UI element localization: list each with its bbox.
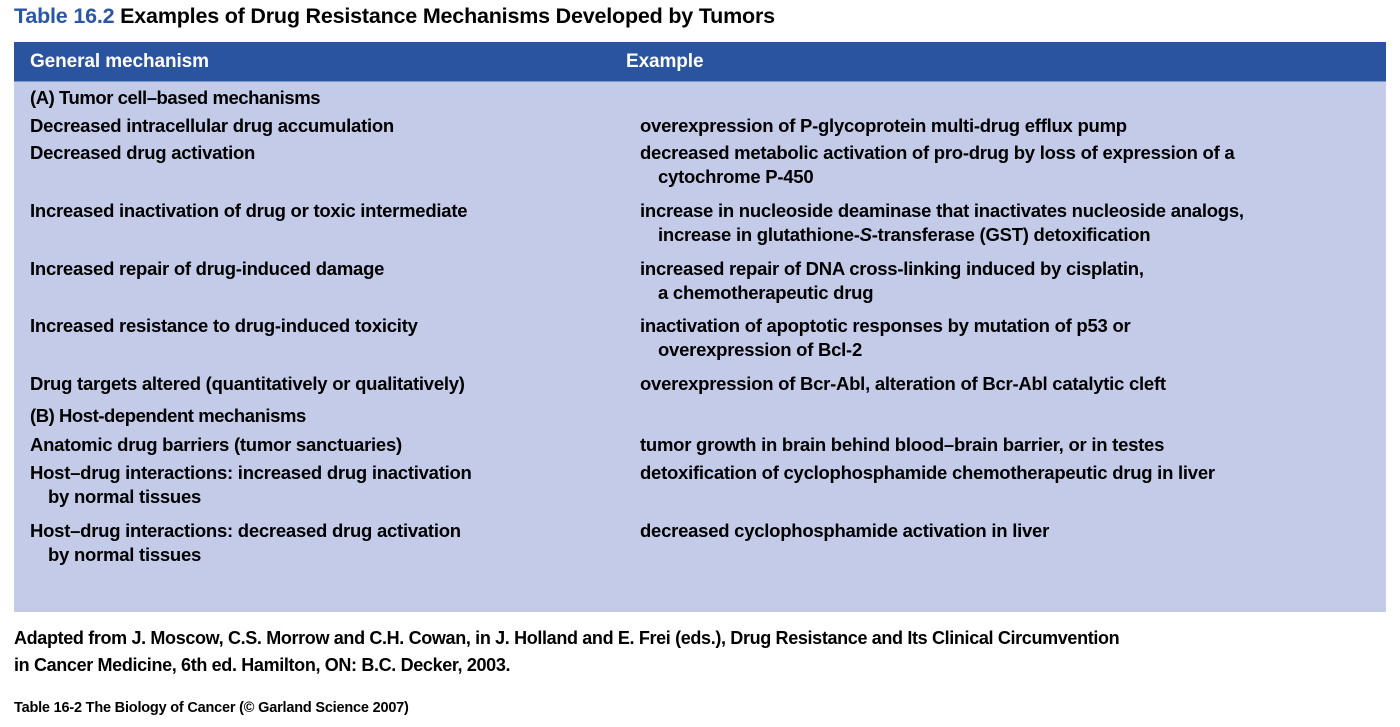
example-cell: increase in nucleoside deaminase that in… xyxy=(634,199,1386,247)
attribution-line-1: Adapted from J. Moscow, C.S. Morrow and … xyxy=(14,628,1120,648)
table-row: Increased repair of drug-induced damage … xyxy=(14,257,1386,305)
table-row: Drug targets altered (quantitatively or … xyxy=(14,372,1386,396)
attribution-note: Adapted from J. Moscow, C.S. Morrow and … xyxy=(14,625,1392,679)
table-header-row: General mechanism Example xyxy=(14,42,1386,82)
mechanism-cell: Increased repair of drug-induced damage xyxy=(14,257,634,305)
mechanism-line: Anatomic drug barriers (tumor sanctuarie… xyxy=(30,434,402,455)
example-text-post: -transferase (GST) detoxification xyxy=(871,224,1151,245)
section-heading-cell: (A) Tumor cell–based mechanisms xyxy=(14,86,634,110)
example-line: detoxification of cyclophosphamide chemo… xyxy=(640,462,1215,483)
page-title: Table 16.2 Examples of Drug Resistance M… xyxy=(14,4,775,29)
example-cell: decreased cyclophosphamide activation in… xyxy=(634,519,1386,567)
mechanism-line: Host–drug interactions: decreased drug a… xyxy=(30,520,461,541)
example-cell: inactivation of apoptotic responses by m… xyxy=(634,314,1386,362)
example-line: decreased cyclophosphamide activation in… xyxy=(640,520,1050,541)
example-line: inactivation of apoptotic responses by m… xyxy=(640,315,1131,336)
table-row: Decreased drug activation decreased meta… xyxy=(14,141,1386,189)
section-heading-row: (A) Tumor cell–based mechanisms xyxy=(14,86,1386,110)
example-line-continuation: increase in glutathione-S-transferase (G… xyxy=(640,223,1386,247)
mechanism-cell: Increased inactivation of drug or toxic … xyxy=(14,199,634,247)
example-text-pre: increase in glutathione- xyxy=(658,224,860,245)
section-b-label: (B) Host-dependent mechanisms xyxy=(30,405,306,426)
mechanism-line: Decreased intracellular drug accumulatio… xyxy=(30,115,394,136)
section-heading-empty-cell xyxy=(634,404,1386,428)
table-row: Increased resistance to drug-induced tox… xyxy=(14,314,1386,362)
mechanism-cell: Host–drug interactions: increased drug i… xyxy=(14,461,634,509)
table-body: (A) Tumor cell–based mechanisms Decrease… xyxy=(14,82,1386,612)
section-heading-row: (B) Host-dependent mechanisms xyxy=(14,404,1386,428)
table-title-text: Examples of Drug Resistance Mechanisms D… xyxy=(114,4,775,28)
example-text-italic: S xyxy=(859,224,872,245)
mechanism-line: Drug targets altered (quantitatively or … xyxy=(30,373,465,394)
mechanism-line: Decreased drug activation xyxy=(30,142,256,163)
mechanism-line: Increased resistance to drug-induced tox… xyxy=(30,315,418,336)
example-cell: decreased metabolic activation of pro-dr… xyxy=(634,141,1386,189)
example-cell: overexpression of P-glycoprotein multi-d… xyxy=(634,114,1386,138)
example-line: tumor growth in brain behind blood–brain… xyxy=(640,434,1165,455)
example-line-continuation: overexpression of Bcl-2 xyxy=(658,339,862,360)
mechanism-line-continuation: by normal tissues xyxy=(48,486,202,507)
example-line-continuation: a chemotherapeutic drug xyxy=(658,282,874,303)
mechanism-line: Increased inactivation of drug or toxic … xyxy=(30,200,468,221)
example-line: decreased metabolic activation of pro-dr… xyxy=(640,142,1235,163)
example-line: increase in nucleoside deaminase that in… xyxy=(640,200,1244,221)
table-number: Table 16.2 xyxy=(14,4,115,28)
column-header-general-mechanism: General mechanism xyxy=(30,51,209,72)
table-row: Anatomic drug barriers (tumor sanctuarie… xyxy=(14,433,1386,457)
mechanism-line: Host–drug interactions: increased drug i… xyxy=(30,462,472,483)
section-heading-empty-cell xyxy=(634,86,1386,110)
example-line: increased repair of DNA cross-linking in… xyxy=(640,258,1144,279)
table-row: Increased inactivation of drug or toxic … xyxy=(14,199,1386,247)
section-heading-cell: (B) Host-dependent mechanisms xyxy=(14,404,634,428)
example-cell: detoxification of cyclophosphamide chemo… xyxy=(634,461,1386,509)
source-credit: Table 16-2 The Biology of Cancer (© Garl… xyxy=(14,700,409,716)
mechanism-cell: Drug targets altered (quantitatively or … xyxy=(14,372,634,396)
mechanism-line: Increased repair of drug-induced damage xyxy=(30,258,385,279)
column-header-example: Example xyxy=(626,51,704,72)
mechanism-cell: Decreased drug activation xyxy=(14,141,634,189)
mechanism-cell: Increased resistance to drug-induced tox… xyxy=(14,314,634,362)
example-cell: overexpression of Bcr-Abl, alteration of… xyxy=(634,372,1386,396)
example-cell: increased repair of DNA cross-linking in… xyxy=(634,257,1386,305)
mechanism-cell: Decreased intracellular drug accumulatio… xyxy=(14,114,634,138)
example-line-continuation: cytochrome P-450 xyxy=(658,166,814,187)
table-row: Host–drug interactions: increased drug i… xyxy=(14,461,1386,509)
attribution-line-2: in Cancer Medicine, 6th ed. Hamilton, ON… xyxy=(14,655,511,675)
example-cell: tumor growth in brain behind blood–brain… xyxy=(634,433,1386,457)
mechanism-cell: Anatomic drug barriers (tumor sanctuarie… xyxy=(14,433,634,457)
mechanism-line-continuation: by normal tissues xyxy=(48,544,202,565)
example-line: overexpression of P-glycoprotein multi-d… xyxy=(640,115,1127,136)
data-table: General mechanism Example (A) Tumor cell… xyxy=(14,42,1386,612)
table-row: Host–drug interactions: decreased drug a… xyxy=(14,519,1386,567)
mechanism-cell: Host–drug interactions: decreased drug a… xyxy=(14,519,634,567)
example-line: overexpression of Bcr-Abl, alteration of… xyxy=(640,373,1166,394)
section-a-label: (A) Tumor cell–based mechanisms xyxy=(30,87,321,108)
table-row: Decreased intracellular drug accumulatio… xyxy=(14,114,1386,138)
